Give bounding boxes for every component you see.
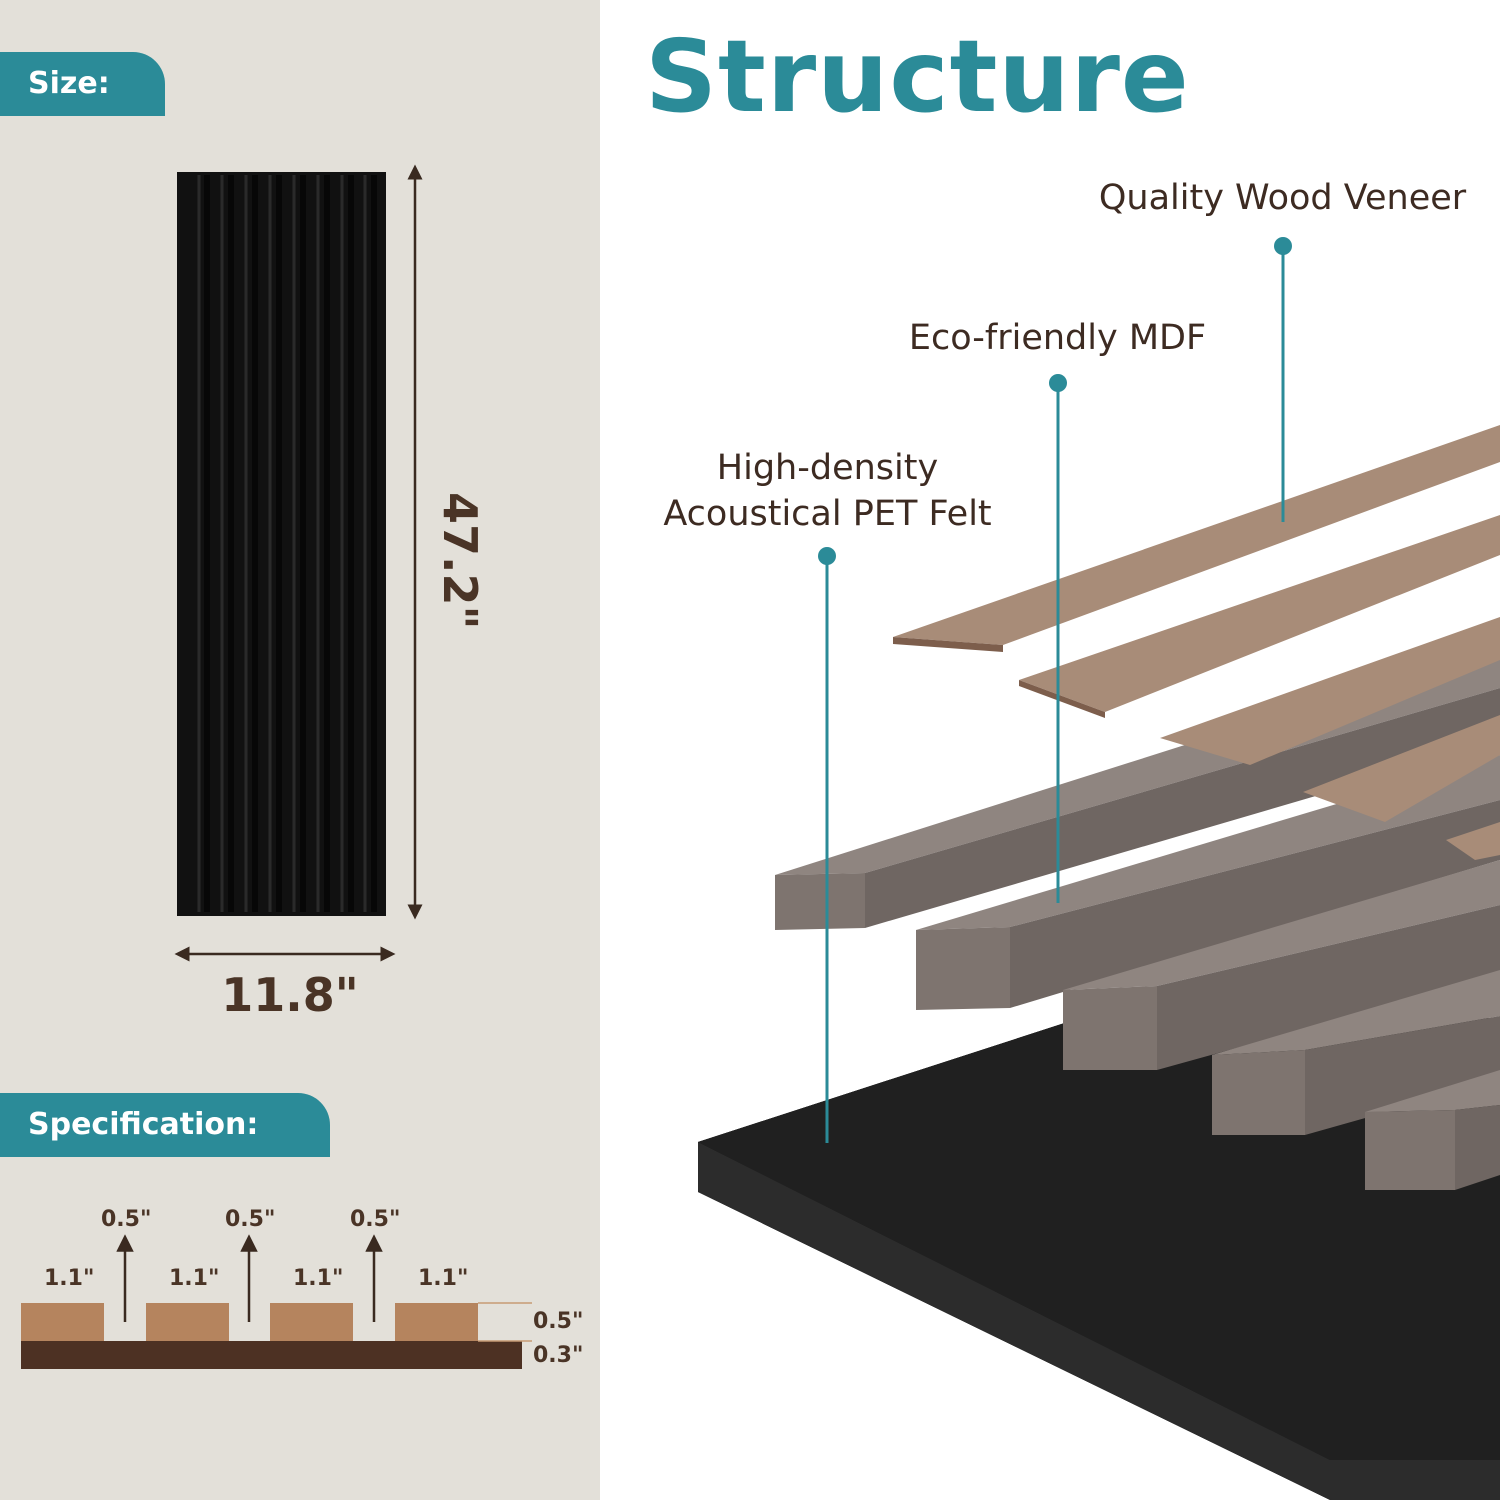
- felt-thickness-label: 0.3": [533, 1343, 584, 1368]
- wood-veneer-layer: [893, 425, 1500, 860]
- size-tag: Size:: [0, 52, 165, 116]
- veneer-label: Quality Wood Veneer: [1098, 178, 1467, 218]
- panel-height-label: 47.2": [433, 492, 487, 630]
- felt-label: High-density Acoustical PET Felt: [640, 445, 1015, 537]
- gap-width-label-1: 0.5": [101, 1207, 152, 1232]
- panel-width-label: 11.8": [221, 968, 359, 1022]
- veneer-callout-dot: [1274, 237, 1292, 255]
- mdf-label: Eco-friendly MDF: [908, 318, 1207, 358]
- felt-label-line-1: High-density: [716, 448, 939, 488]
- slat-width-label-1: 1.1": [44, 1266, 95, 1291]
- slat-thickness-label: 0.5": [533, 1309, 584, 1334]
- felt-label-line-2: Acoustical PET Felt: [663, 494, 992, 534]
- specification-tag: Specification:: [0, 1093, 330, 1157]
- felt-callout-dot: [818, 547, 836, 565]
- mdf-callout-dot: [1049, 374, 1067, 392]
- slat-width-label-3: 1.1": [293, 1266, 344, 1291]
- acoustic-panel-front-view: [177, 172, 386, 916]
- gap-width-label-2: 0.5": [225, 1207, 276, 1232]
- specification-cross-section: [21, 1302, 532, 1369]
- slat-width-label-2: 1.1": [169, 1266, 220, 1291]
- structure-title: Structure: [645, 18, 1190, 135]
- gap-width-label-3: 0.5": [350, 1207, 401, 1232]
- slat-width-label-4: 1.1": [418, 1266, 469, 1291]
